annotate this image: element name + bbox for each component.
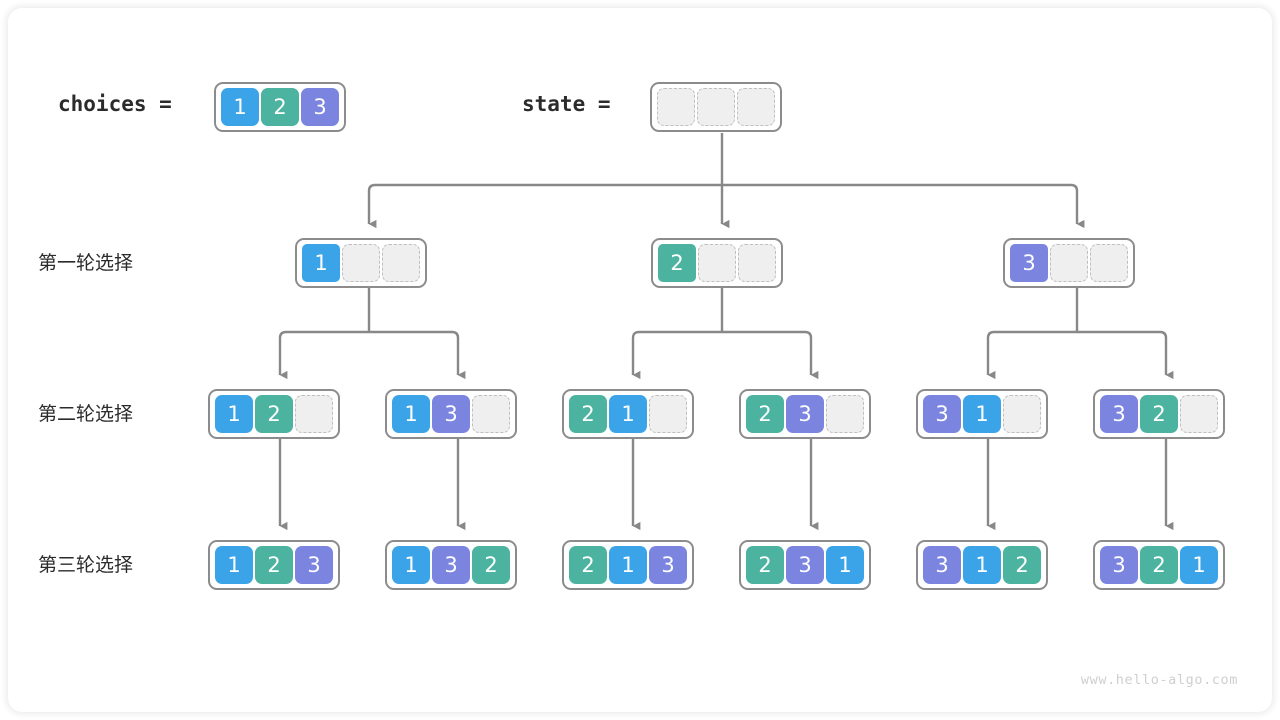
array-cell-value: 2 [569, 395, 607, 433]
array-cell-empty [698, 244, 736, 282]
array-cell-empty [657, 88, 695, 126]
array-cell-value: 3 [786, 546, 824, 584]
array-cell-value: 1 [963, 546, 1001, 584]
watermark: www.hello-algo.com [1080, 672, 1238, 688]
array-cell-value: 1 [826, 546, 864, 584]
array-cell-value: 3 [649, 546, 687, 584]
level-1-node-1: 1 [295, 238, 427, 288]
array-cell-value: 2 [472, 546, 510, 584]
array-cell-empty [342, 244, 380, 282]
array-cell-value: 1 [221, 88, 259, 126]
array-cell-value: 3 [295, 546, 333, 584]
array-cell-value: 2 [569, 546, 607, 584]
array-cell-value: 2 [261, 88, 299, 126]
array-cell-empty [738, 244, 776, 282]
array-cell-value: 2 [1003, 546, 1041, 584]
array-cell-empty [1180, 395, 1218, 433]
array-cell-value: 1 [609, 395, 647, 433]
array-cell-value: 3 [923, 395, 961, 433]
state-label: state = [522, 92, 611, 116]
array-cell-value: 3 [301, 88, 339, 126]
array-cell-value: 2 [1140, 395, 1178, 433]
array-cell-value: 1 [392, 395, 430, 433]
array-cell-empty [1090, 244, 1128, 282]
array-cell-value: 1 [1180, 546, 1218, 584]
array-cell-empty [649, 395, 687, 433]
array-cell-value: 2 [255, 395, 293, 433]
array-cell-value: 1 [302, 244, 340, 282]
state-array [650, 82, 782, 132]
array-cell-empty [697, 88, 735, 126]
array-cell-value: 1 [392, 546, 430, 584]
array-cell-value: 1 [215, 395, 253, 433]
array-cell-value: 2 [1140, 546, 1178, 584]
row-label-round-1: 第一轮选择 [38, 252, 134, 274]
level-1-node-3: 3 [1003, 238, 1135, 288]
array-cell-empty [826, 395, 864, 433]
array-cell-empty [472, 395, 510, 433]
choices-label: choices = [58, 92, 172, 116]
diagram-card [8, 8, 1272, 712]
array-cell-value: 2 [255, 546, 293, 584]
array-cell-value: 2 [658, 244, 696, 282]
array-cell-empty [1003, 395, 1041, 433]
array-cell-value: 3 [432, 395, 470, 433]
array-cell-value: 3 [1010, 244, 1048, 282]
row-label-round-3: 第三轮选择 [38, 554, 134, 576]
array-cell-value: 3 [1100, 546, 1138, 584]
array-cell-value: 1 [215, 546, 253, 584]
array-cell-empty [737, 88, 775, 126]
array-cell-value: 2 [746, 395, 784, 433]
row-label-round-2: 第二轮选择 [38, 403, 134, 425]
level-1-node-2: 2 [651, 238, 783, 288]
array-cell-value: 3 [786, 395, 824, 433]
array-cell-value: 1 [963, 395, 1001, 433]
array-cell-value: 2 [746, 546, 784, 584]
array-cell-empty [295, 395, 333, 433]
array-cell-value: 3 [432, 546, 470, 584]
array-cell-value: 1 [609, 546, 647, 584]
array-cell-empty [1050, 244, 1088, 282]
array-cell-value: 3 [923, 546, 961, 584]
array-cell-empty [382, 244, 420, 282]
array-cell-value: 3 [1100, 395, 1138, 433]
